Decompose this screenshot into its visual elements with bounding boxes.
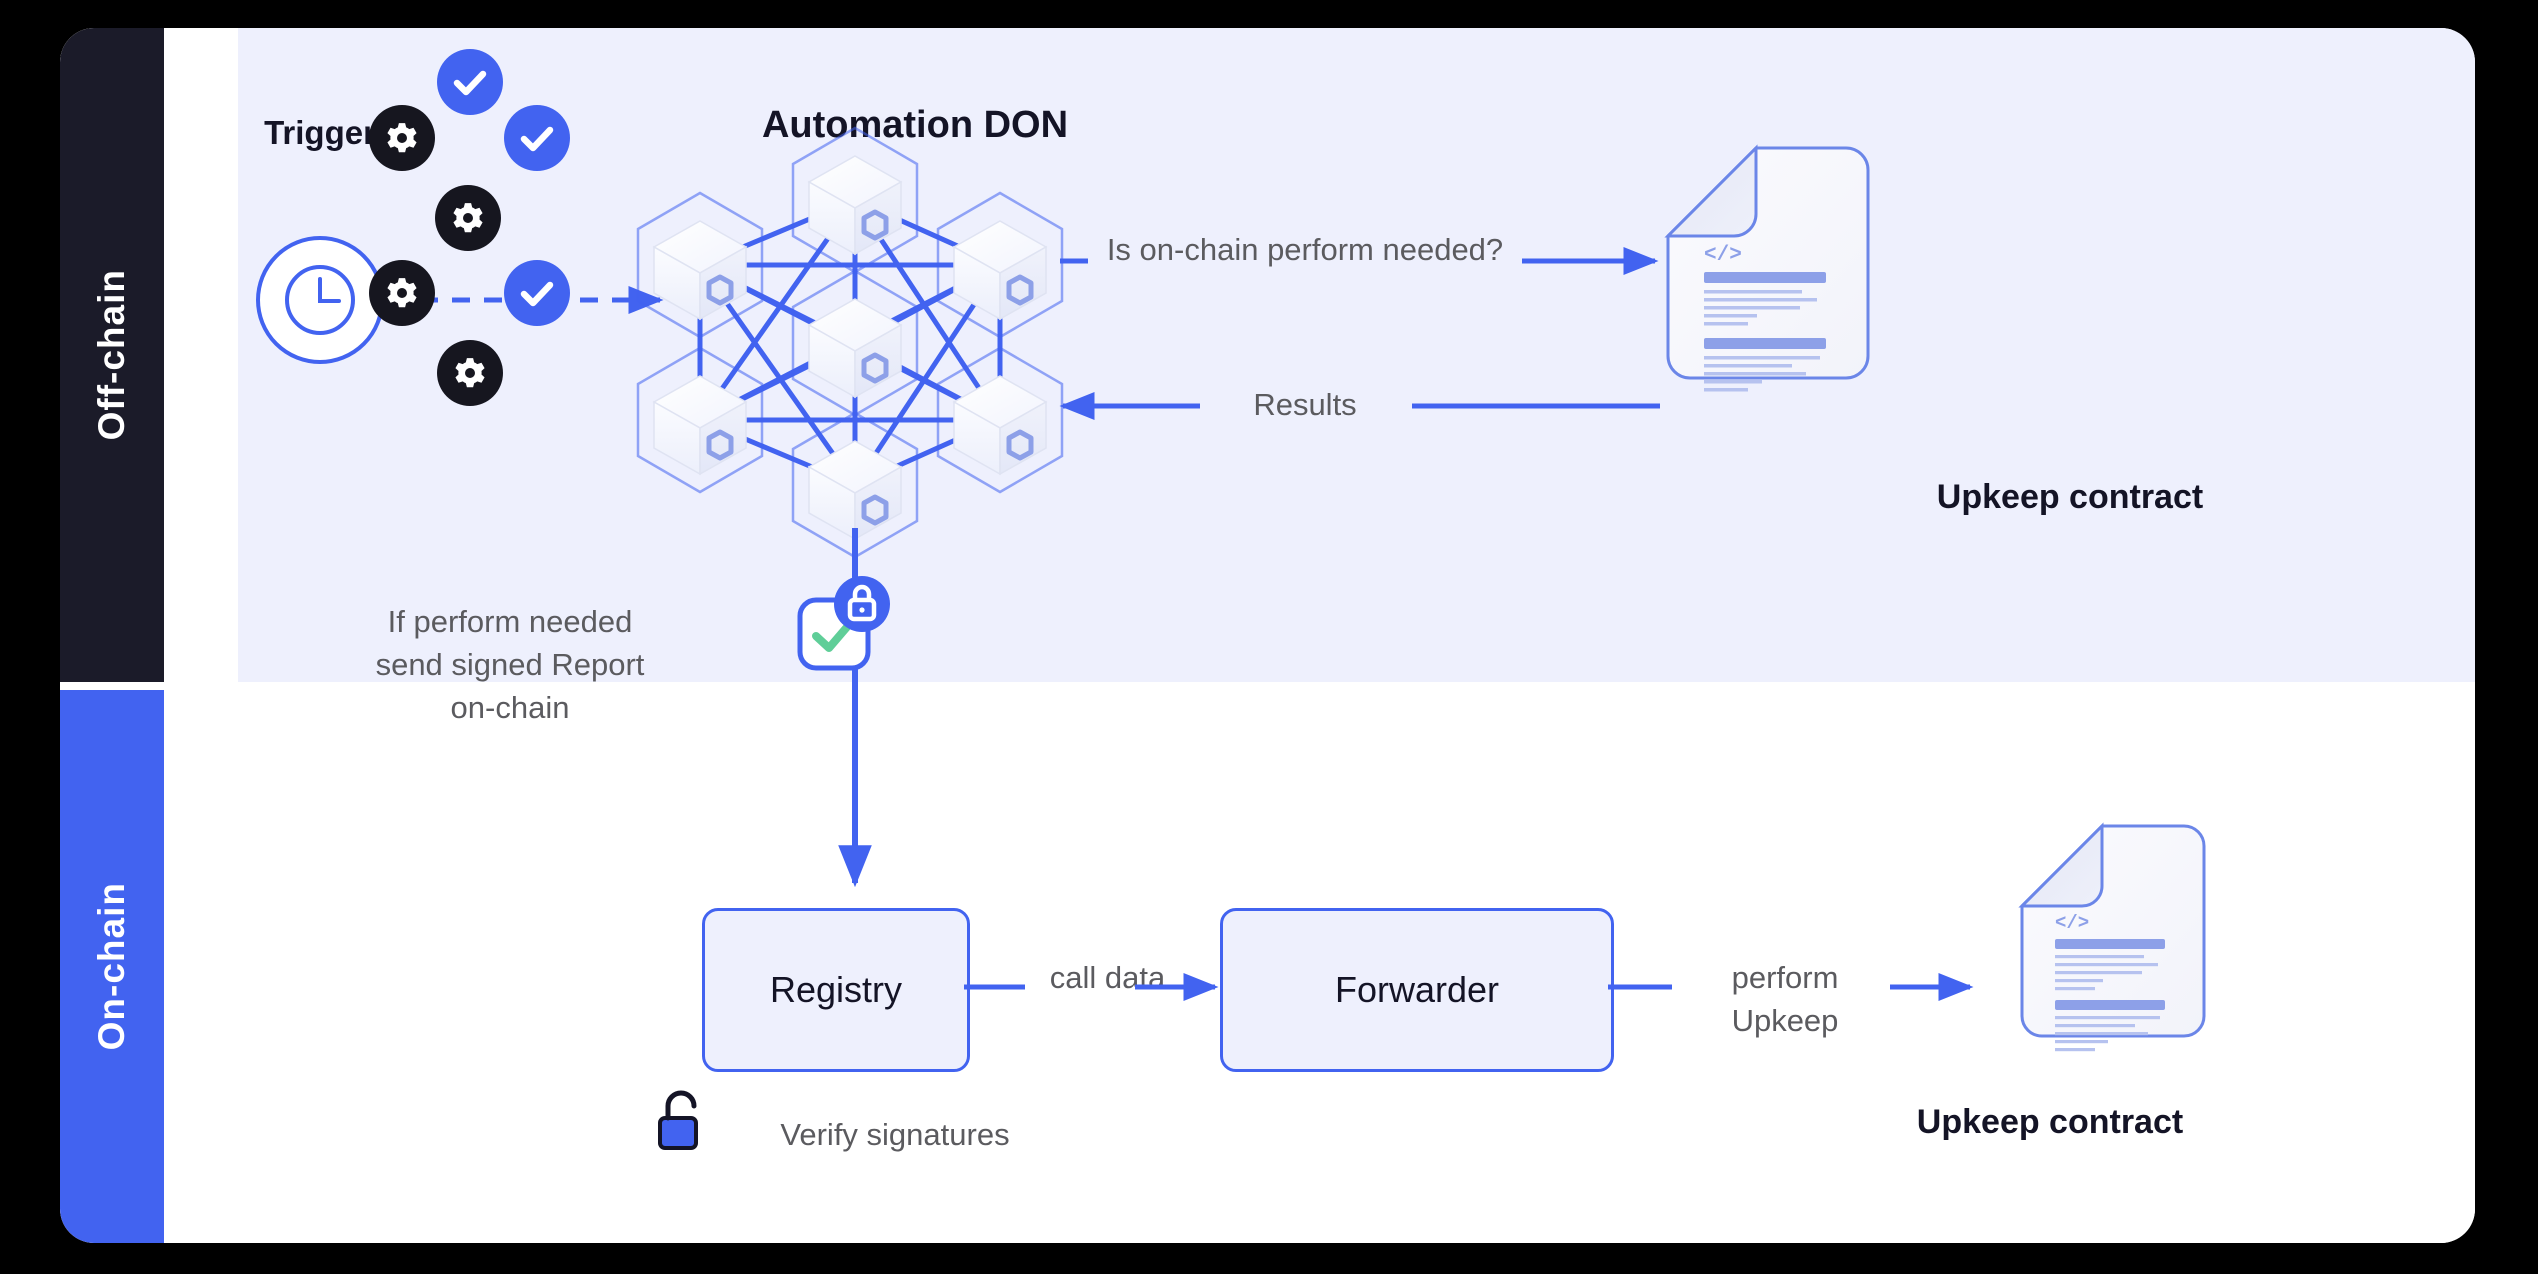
rail-on-chain: On-chain bbox=[60, 690, 164, 1243]
rail-off-chain: Off-chain bbox=[60, 28, 164, 682]
trigger-heading: Trigger bbox=[264, 114, 376, 151]
upkeep-contract-bottom-label: Upkeep contract bbox=[1916, 1103, 2184, 1141]
label-is-perform-needed: Is on-chain perform needed? bbox=[1106, 232, 1504, 267]
label-results: Results bbox=[1200, 383, 1410, 426]
upkeep-contract-top-label: Upkeep contract bbox=[1936, 478, 2204, 516]
diagram-card: Off-chain On-chain Trigger Automation DO… bbox=[60, 28, 2475, 1243]
label-call-data: call data bbox=[1049, 960, 1166, 995]
label-if-perform-send: If perform needed send signed Report on-… bbox=[375, 604, 645, 725]
label-verify-signatures: Verify signatures bbox=[780, 1117, 1010, 1152]
forwarder-box[interactable]: Forwarder bbox=[1220, 908, 1614, 1072]
label-perform-upkeep: perform Upkeep bbox=[1731, 960, 1839, 1038]
automation-don-heading: Automation DON bbox=[761, 104, 1069, 146]
rail-off-chain-label: Off-chain bbox=[91, 269, 132, 441]
offchain-region bbox=[238, 28, 2475, 682]
rail-on-chain-label: On-chain bbox=[91, 882, 132, 1051]
registry-box[interactable]: Registry bbox=[702, 908, 970, 1072]
